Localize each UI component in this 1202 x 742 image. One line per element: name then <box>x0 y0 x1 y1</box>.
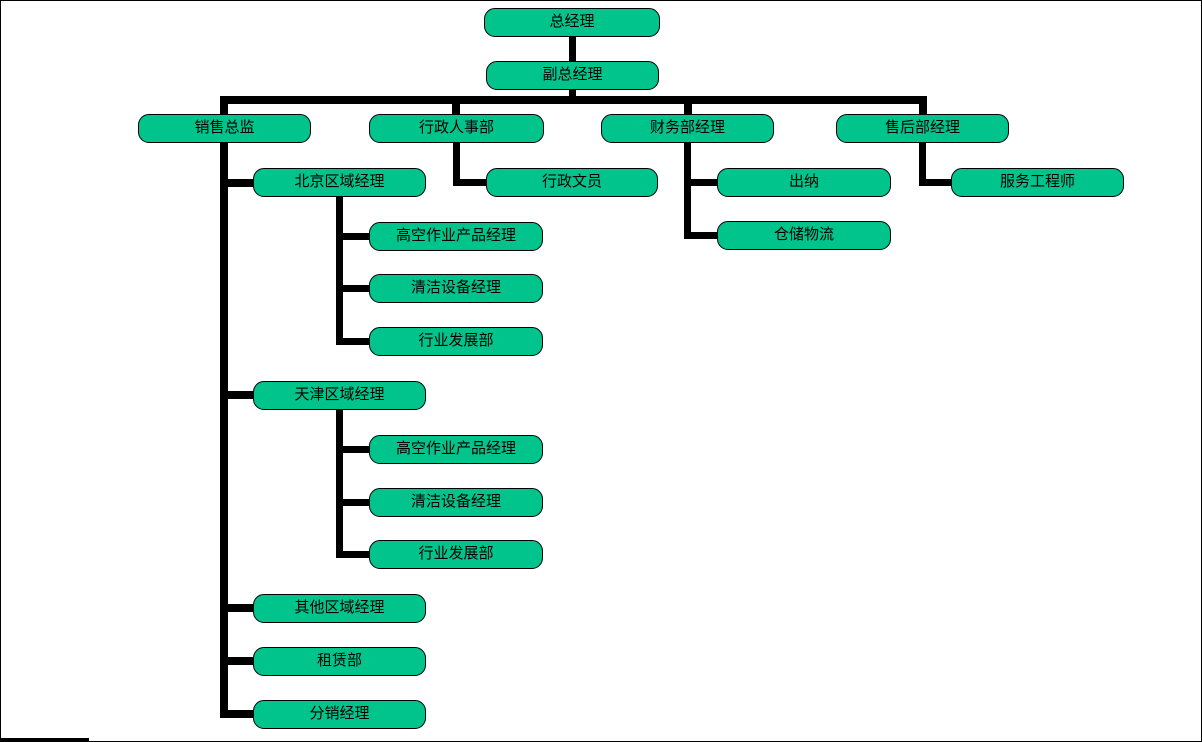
node-service-engineer[interactable]: 服务工程师 <box>951 168 1124 197</box>
connector-sales-other-region <box>220 604 253 612</box>
connector-admin-hr-clerk <box>453 179 486 186</box>
connector-beijing-cleaning <box>336 285 369 292</box>
node-warehouse-logistics-label: 仓储物流 <box>773 227 834 243</box>
node-leasing-dept[interactable]: 租赁部 <box>253 647 426 676</box>
node-tj-aerial-product-manager-label: 高空作业产品经理 <box>395 441 516 457</box>
node-admin-hr-dept-label: 行政人事部 <box>418 120 494 136</box>
node-tj-cleaning-equipment-manager-label: 清洁设备经理 <box>410 494 501 510</box>
node-admin-clerk[interactable]: 行政文员 <box>486 168 658 197</box>
connector-gm-dgm <box>569 37 576 61</box>
node-bj-cleaning-equipment-manager[interactable]: 清洁设备经理 <box>369 274 543 303</box>
node-general-manager[interactable]: 总经理 <box>484 8 660 37</box>
node-tj-cleaning-equipment-manager[interactable]: 清洁设备经理 <box>369 488 543 517</box>
connector-level2-bus <box>220 96 927 104</box>
node-bj-cleaning-equipment-manager-label: 清洁设备经理 <box>410 280 501 296</box>
connector-bus-sales-director <box>220 96 228 114</box>
connector-beijing-industry <box>336 338 369 345</box>
node-service-engineer-label: 服务工程师 <box>999 174 1075 190</box>
connector-finance-spine <box>684 143 691 239</box>
node-distribution-manager[interactable]: 分销经理 <box>253 700 426 729</box>
connector-bus-admin-hr <box>452 96 460 114</box>
connector-tianjin-cleaning <box>336 499 369 506</box>
node-admin-clerk-label: 行政文员 <box>541 174 602 190</box>
node-admin-hr-dept[interactable]: 行政人事部 <box>369 114 544 143</box>
connector-finance-cashier <box>684 179 717 186</box>
connector-tianjin-industry <box>336 551 369 558</box>
connector-bus-finance <box>684 96 692 114</box>
node-sales-director-label: 销售总监 <box>194 120 255 136</box>
node-cashier-label: 出纳 <box>788 174 819 190</box>
connector-sales-tianjin <box>220 391 253 399</box>
node-deputy-general-manager-label: 副总经理 <box>542 67 603 83</box>
node-sales-director[interactable]: 销售总监 <box>138 114 311 143</box>
connector-tianjin-spine <box>336 410 343 558</box>
node-aftersales-manager[interactable]: 售后部经理 <box>836 114 1009 143</box>
node-tj-aerial-product-manager[interactable]: 高空作业产品经理 <box>369 435 543 464</box>
connector-bus-aftersales <box>919 96 927 114</box>
connector-sales-beijing <box>220 179 253 187</box>
node-bj-industry-development-label: 行业发展部 <box>418 333 494 349</box>
node-leasing-dept-label: 租赁部 <box>316 653 362 669</box>
node-aftersales-manager-label: 售后部经理 <box>884 120 960 136</box>
node-bj-aerial-product-manager-label: 高空作业产品经理 <box>395 228 516 244</box>
connector-beijing-spine <box>336 197 343 345</box>
node-tianjin-regional-manager[interactable]: 天津区域经理 <box>253 381 426 410</box>
node-tj-industry-development[interactable]: 行业发展部 <box>369 540 543 569</box>
node-general-manager-label: 总经理 <box>549 14 595 30</box>
node-warehouse-logistics[interactable]: 仓储物流 <box>717 221 891 250</box>
connector-sales-leasing <box>220 657 253 665</box>
connector-sales-distribution <box>220 710 253 718</box>
connector-sales-spine <box>220 143 228 718</box>
connector-admin-hr-spine <box>453 143 460 186</box>
node-tj-industry-development-label: 行业发展部 <box>418 546 494 562</box>
node-deputy-general-manager[interactable]: 副总经理 <box>486 61 659 90</box>
connector-beijing-aerial <box>336 233 369 240</box>
node-beijing-regional-manager-label: 北京区域经理 <box>294 174 385 190</box>
node-bj-industry-development[interactable]: 行业发展部 <box>369 327 543 356</box>
connector-finance-warehouse <box>684 232 717 239</box>
node-finance-manager[interactable]: 财务部经理 <box>601 114 774 143</box>
connector-tianjin-aerial <box>336 446 369 453</box>
node-other-regional-manager[interactable]: 其他区域经理 <box>253 594 426 623</box>
node-distribution-manager-label: 分销经理 <box>309 706 370 722</box>
connector-aftersales-spine <box>919 143 926 186</box>
node-tianjin-regional-manager-label: 天津区域经理 <box>294 387 385 403</box>
node-bj-aerial-product-manager[interactable]: 高空作业产品经理 <box>369 222 543 251</box>
node-finance-manager-label: 财务部经理 <box>649 120 725 136</box>
bottom-edge-mark <box>1 738 89 741</box>
node-beijing-regional-manager[interactable]: 北京区域经理 <box>253 168 426 197</box>
node-other-regional-manager-label: 其他区域经理 <box>294 600 385 616</box>
node-cashier[interactable]: 出纳 <box>717 168 891 197</box>
connector-aftersales-service <box>919 179 951 186</box>
